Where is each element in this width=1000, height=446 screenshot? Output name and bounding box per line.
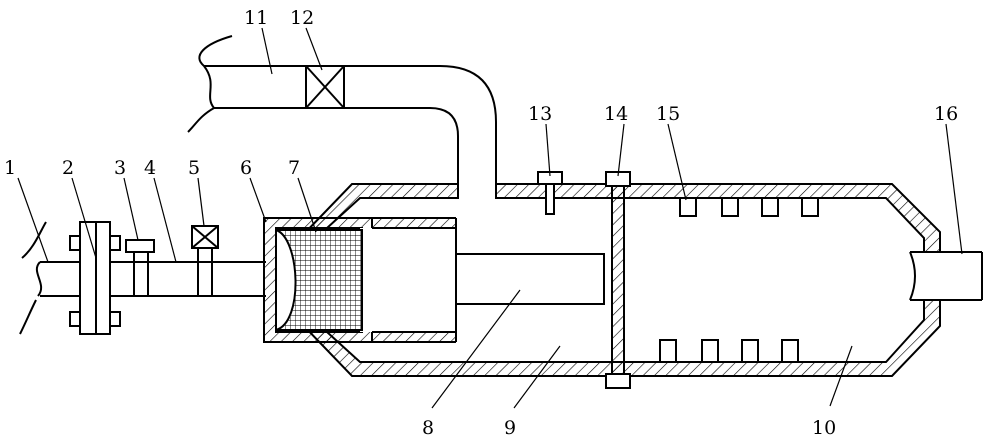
label-14: 14 [604,103,628,125]
flange [69,221,121,335]
inlet-valve [191,225,219,296]
filter-mesh [275,229,363,331]
probe [537,171,563,215]
label-16: 16 [934,103,958,125]
label-2: 2 [62,157,74,179]
label-4: 4 [144,157,156,179]
label-15: 15 [656,103,680,125]
label-6: 6 [240,157,252,179]
label-12: 12 [290,7,314,29]
partition-plate [605,171,631,389]
label-8: 8 [422,417,434,439]
label-5: 5 [188,157,200,179]
exhaust-valve [305,65,345,109]
exhaust-pipe [187,35,497,190]
lower-baffles [659,339,799,363]
part-labels: 1 2 3 4 5 6 7 8 9 10 11 12 13 14 15 16 [4,7,958,439]
label-7: 7 [288,157,300,179]
inlet-pipe [19,221,80,335]
label-9: 9 [504,417,516,439]
label-11: 11 [244,7,268,29]
label-1: 1 [4,157,16,179]
inner-tube [455,253,605,305]
label-13: 13 [528,103,552,125]
label-10: 10 [812,417,836,439]
leader-lines [17,27,963,409]
gauge-fitting [125,239,155,296]
label-3: 3 [114,157,126,179]
upper-baffles [679,197,819,217]
outlet-nozzle [909,251,983,301]
